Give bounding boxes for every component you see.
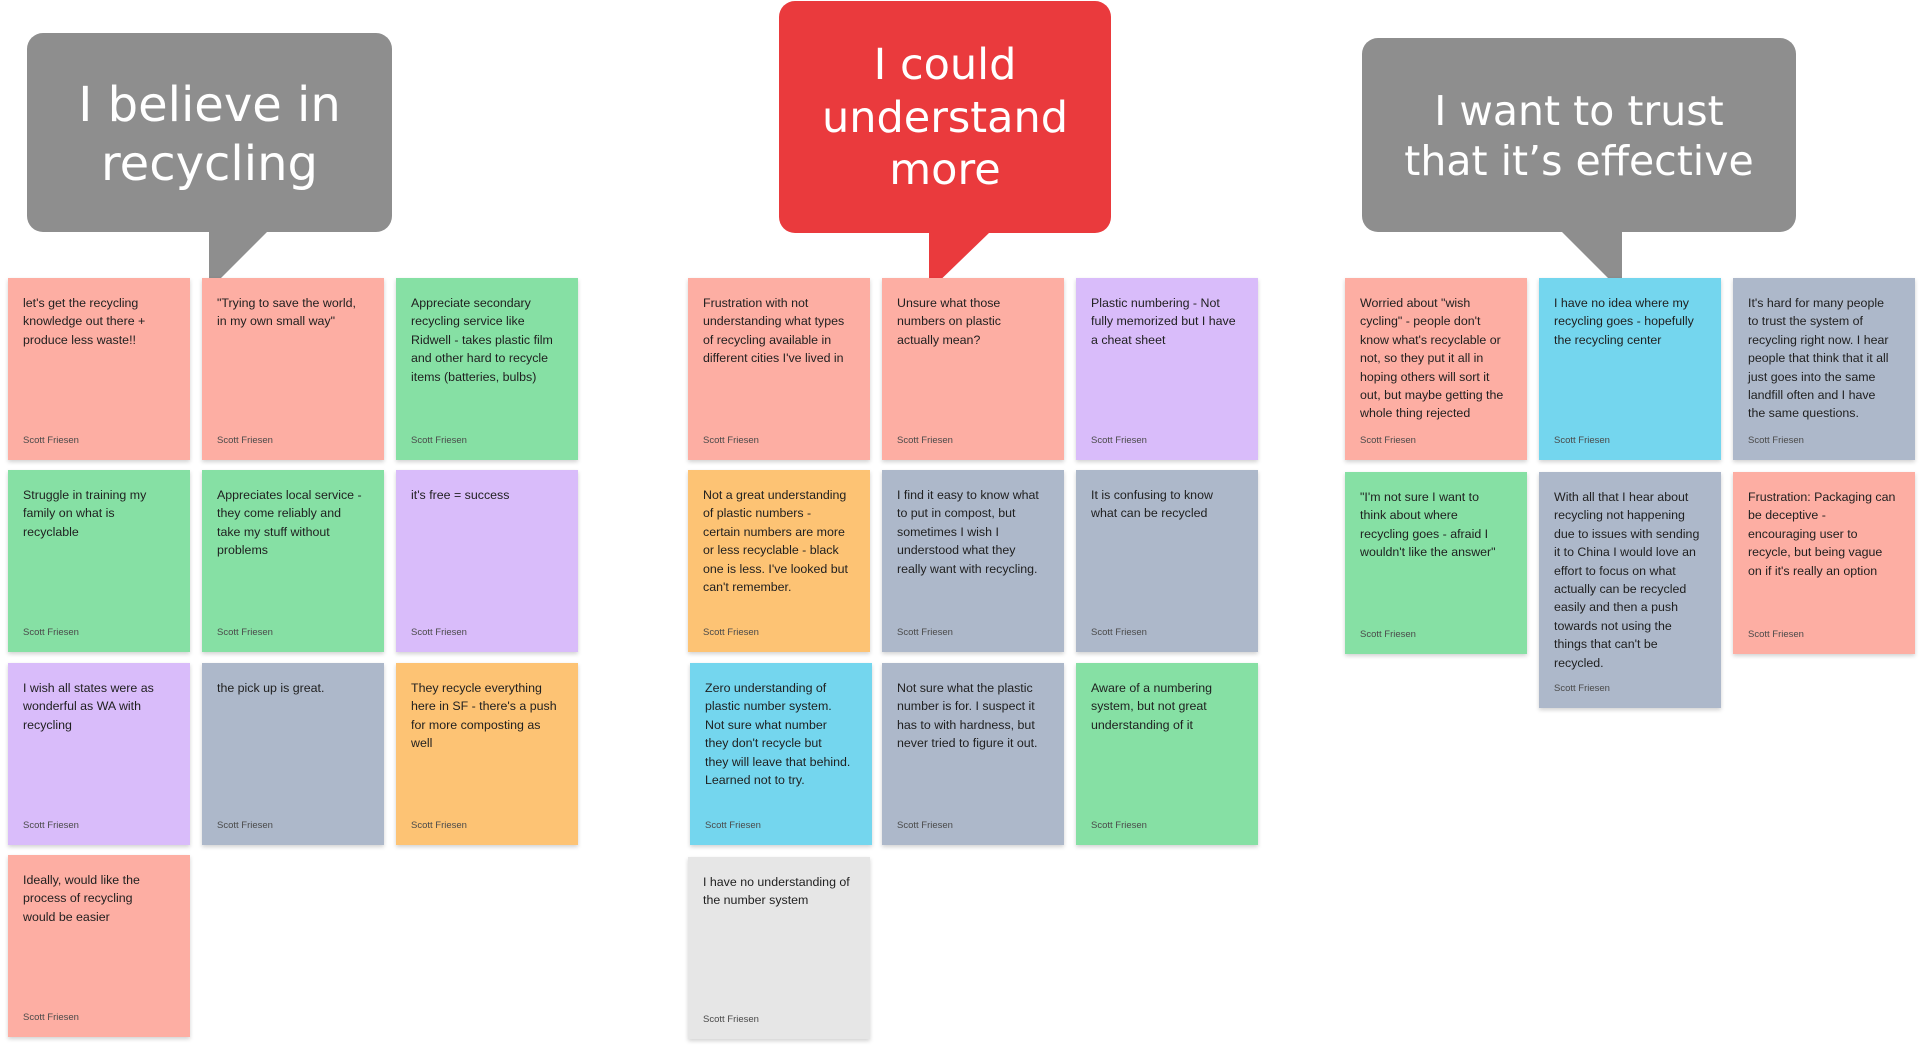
note-text: Ideally, would like the process of recyc… — [23, 873, 140, 924]
sticky-note[interactable]: "I'm not sure I want to think about wher… — [1345, 472, 1527, 654]
note-author: Scott Friesen — [23, 820, 79, 831]
note-text: Appreciates local service - they come re… — [217, 488, 362, 558]
sticky-note[interactable]: Unsure what those numbers on plastic act… — [882, 278, 1064, 460]
note-author: Scott Friesen — [705, 820, 761, 831]
sticky-note[interactable]: it's free = success Scott Friesen — [396, 470, 578, 652]
note-author: Scott Friesen — [1554, 435, 1610, 446]
note-text: Aware of a numbering system, but not gre… — [1091, 681, 1212, 732]
sticky-note[interactable]: Zero understanding of plastic number sys… — [690, 663, 872, 845]
note-author: Scott Friesen — [703, 627, 759, 638]
note-text: "I'm not sure I want to think about wher… — [1360, 490, 1496, 560]
theme-bubble-trust[interactable]: I want to trust that it’s effective — [1362, 38, 1796, 292]
sticky-note[interactable]: Not sure what the plastic number is for.… — [882, 663, 1064, 845]
sticky-note[interactable]: I find it easy to know what to put in co… — [882, 470, 1064, 652]
note-author: Scott Friesen — [1091, 435, 1147, 446]
note-author: Scott Friesen — [897, 627, 953, 638]
sticky-note[interactable]: It is confusing to know what can be recy… — [1076, 470, 1258, 652]
note-text: Zero understanding of plastic number sys… — [705, 681, 851, 788]
note-author: Scott Friesen — [1360, 435, 1416, 446]
note-text: It's hard for many people to trust the s… — [1748, 296, 1889, 421]
note-author: Scott Friesen — [1360, 629, 1416, 640]
note-author: Scott Friesen — [897, 435, 953, 446]
sticky-note[interactable]: Appreciates local service - they come re… — [202, 470, 384, 652]
sticky-note[interactable]: Struggle in training my family on what i… — [8, 470, 190, 652]
note-author: Scott Friesen — [217, 435, 273, 446]
note-text: the pick up is great. — [217, 681, 325, 695]
note-text: I find it easy to know what to put in co… — [897, 488, 1039, 576]
sticky-note[interactable]: It's hard for many people to trust the s… — [1733, 278, 1915, 460]
note-text: Not sure what the plastic number is for.… — [897, 681, 1038, 751]
note-author: Scott Friesen — [411, 820, 467, 831]
theme-bubble-text: I want to trust that it’s effective — [1404, 86, 1754, 185]
sticky-note[interactable]: Aware of a numbering system, but not gre… — [1076, 663, 1258, 845]
note-text: Appreciate secondary recycling service l… — [411, 296, 553, 384]
sticky-note[interactable]: Appreciate secondary recycling service l… — [396, 278, 578, 460]
sticky-note[interactable]: "Trying to save the world, in my own sma… — [202, 278, 384, 460]
sticky-note[interactable]: Not a great understanding of plastic num… — [688, 470, 870, 652]
note-author: Scott Friesen — [897, 820, 953, 831]
sticky-note[interactable]: Plastic numbering - Not fully memorized … — [1076, 278, 1258, 460]
note-author: Scott Friesen — [1091, 820, 1147, 831]
note-author: Scott Friesen — [1748, 435, 1804, 446]
note-text: It is confusing to know what can be recy… — [1091, 488, 1213, 521]
note-author: Scott Friesen — [703, 1014, 759, 1025]
theme-bubble-understand[interactable]: I could understand more — [779, 1, 1111, 291]
sticky-note[interactable]: Frustration with not understanding what … — [688, 278, 870, 460]
theme-bubble-text: I believe in recycling — [78, 76, 341, 192]
note-text: I have no idea where my recycling goes -… — [1554, 296, 1694, 347]
note-text: Frustration with not understanding what … — [703, 296, 845, 366]
sticky-note[interactable]: I have no idea where my recycling goes -… — [1539, 278, 1721, 460]
sticky-note[interactable]: let's get the recycling knowledge out th… — [8, 278, 190, 460]
sticky-note[interactable]: Frustration: Packaging can be deceptive … — [1733, 472, 1915, 654]
sticky-note[interactable]: the pick up is great. Scott Friesen — [202, 663, 384, 845]
sticky-note[interactable]: I have no understanding of the number sy… — [688, 857, 870, 1039]
note-author: Scott Friesen — [1748, 629, 1804, 640]
note-text: Plastic numbering - Not fully memorized … — [1091, 296, 1236, 347]
note-text: They recycle everything here in SF - the… — [411, 681, 557, 751]
note-author: Scott Friesen — [23, 435, 79, 446]
sticky-note[interactable]: Ideally, would like the process of recyc… — [8, 855, 190, 1037]
note-author: Scott Friesen — [217, 820, 273, 831]
note-text: Worried about "wish cycling" - people do… — [1360, 296, 1504, 421]
note-author: Scott Friesen — [411, 627, 467, 638]
note-author: Scott Friesen — [23, 627, 79, 638]
note-author: Scott Friesen — [23, 1012, 79, 1023]
note-author: Scott Friesen — [1554, 683, 1610, 694]
sticky-note[interactable]: They recycle everything here in SF - the… — [396, 663, 578, 845]
note-text: Frustration: Packaging can be deceptive … — [1748, 490, 1896, 578]
note-text: Struggle in training my family on what i… — [23, 488, 147, 539]
sticky-note[interactable]: Worried about "wish cycling" - people do… — [1345, 278, 1527, 460]
note-author: Scott Friesen — [411, 435, 467, 446]
note-text: let's get the recycling knowledge out th… — [23, 296, 146, 347]
note-text: With all that I hear about recycling not… — [1554, 490, 1700, 670]
theme-bubble-believe[interactable]: I believe in recycling — [27, 33, 392, 290]
sticky-note[interactable]: I wish all states were as wonderful as W… — [8, 663, 190, 845]
note-author: Scott Friesen — [703, 435, 759, 446]
note-text: "Trying to save the world, in my own sma… — [217, 296, 356, 329]
sticky-note[interactable]: With all that I hear about recycling not… — [1539, 472, 1721, 708]
note-text: I have no understanding of the number sy… — [703, 875, 850, 908]
note-author: Scott Friesen — [1091, 627, 1147, 638]
note-text: Not a great understanding of plastic num… — [703, 488, 848, 595]
theme-bubble-text: I could understand more — [821, 40, 1069, 196]
note-text: I wish all states were as wonderful as W… — [23, 681, 154, 732]
note-text: it's free = success — [411, 488, 510, 502]
note-author: Scott Friesen — [217, 627, 273, 638]
note-text: Unsure what those numbers on plastic act… — [897, 296, 1001, 347]
